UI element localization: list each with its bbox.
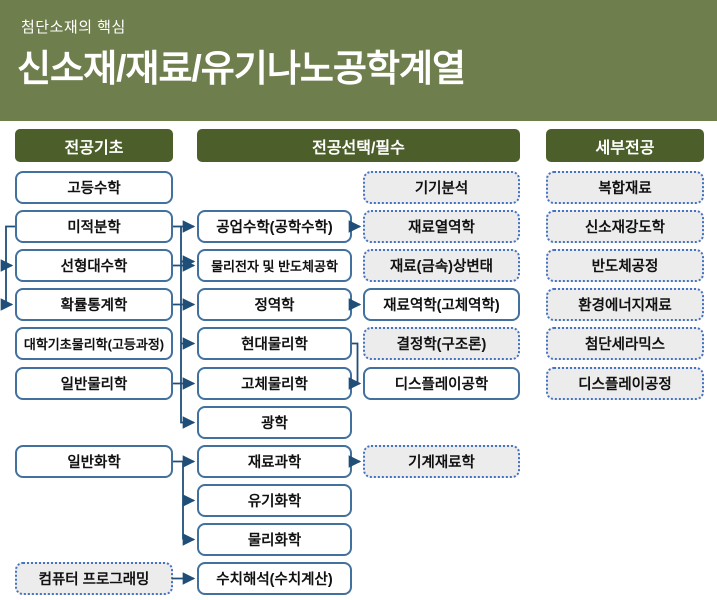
course-box: 대학기초물리학(고등과정) [15, 327, 173, 360]
course-box: 결정학(구조론) [363, 327, 520, 360]
course-box: 현대물리학 [197, 327, 352, 360]
course-box: 복합재료 [546, 171, 704, 204]
course-box: 정역학 [197, 288, 352, 321]
course-box: 신소재강도학 [546, 210, 704, 243]
course-box: 확률통계학 [15, 288, 173, 321]
course-box: 미적분학 [15, 210, 173, 243]
column-header-basics: 전공기초 [15, 129, 173, 162]
course-box: 재료과학 [197, 445, 352, 478]
course-box: 고체물리학 [197, 367, 352, 400]
course-box: 기기분석 [363, 171, 520, 204]
course-box: 선형대수학 [15, 249, 173, 282]
course-box: 첨단세라믹스 [546, 327, 704, 360]
course-box: 물리화학 [197, 523, 352, 556]
course-box: 디스플레이공정 [546, 367, 704, 400]
course-box: 물리전자 및 반도체공학 [197, 249, 352, 282]
column-header-elective: 전공선택/필수 [197, 129, 520, 162]
course-box: 컴퓨터 프로그래밍 [15, 562, 173, 595]
course-box: 수치해석(수치계산) [197, 562, 352, 595]
course-box: 일반화학 [15, 445, 173, 478]
course-box: 환경에너지재료 [546, 288, 704, 321]
course-box: 재료역학(고체역학) [363, 288, 520, 321]
title-banner: 첨단소재의 핵심 신소재/재료/유기나노공학계열 [0, 0, 717, 121]
course-box: 광학 [197, 406, 352, 439]
column-header-detail: 세부전공 [546, 129, 704, 162]
course-box: 고등수학 [15, 171, 173, 204]
course-box: 재료열역학 [363, 210, 520, 243]
course-box: 디스플레이공학 [363, 367, 520, 400]
banner-tagline: 첨단소재의 핵심 [21, 19, 126, 36]
course-box: 재료(금속)상변태 [363, 249, 520, 282]
course-box: 유기화학 [197, 484, 352, 517]
page-title: 신소재/재료/유기나노공학계열 [17, 48, 466, 89]
course-box: 반도체공정 [546, 249, 704, 282]
course-box: 일반물리학 [15, 367, 173, 400]
course-box: 공업수학(공학수학) [197, 210, 352, 243]
course-box: 기계재료학 [363, 445, 520, 478]
